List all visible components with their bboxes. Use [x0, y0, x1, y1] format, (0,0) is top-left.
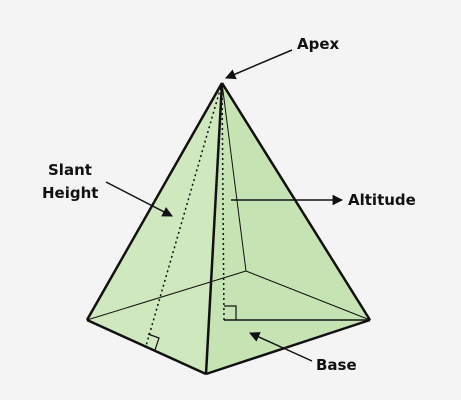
altitude-right-angle-mark [224, 305, 237, 320]
edge-apex-left [85, 82, 224, 321]
slant-height-line [145, 82, 223, 347]
base-back-edge-left [86, 270, 247, 321]
altitude-label: Altitude [348, 191, 416, 209]
slant-height-arrow [105, 181, 173, 217]
pyramid-left-face [87, 83, 222, 374]
pyramid-right-face [206, 83, 370, 374]
base-back-edge-right [245, 270, 371, 321]
base-arrow [249, 332, 313, 362]
slant-height-label-line1: Slant [48, 161, 92, 179]
slant-height-right-angle-mark [147, 333, 160, 351]
edge-apex-right [220, 82, 372, 321]
apex-label: Apex [297, 35, 340, 53]
edge-apex-front [204, 82, 224, 375]
hidden-back-lateral-edge [221, 82, 247, 272]
base-front-edge-left [86, 318, 207, 376]
base-label: Base [316, 356, 357, 374]
slant-height-label-line2: Height [42, 184, 98, 202]
apex-arrow [225, 49, 293, 80]
base-front-edge-right [205, 318, 371, 376]
